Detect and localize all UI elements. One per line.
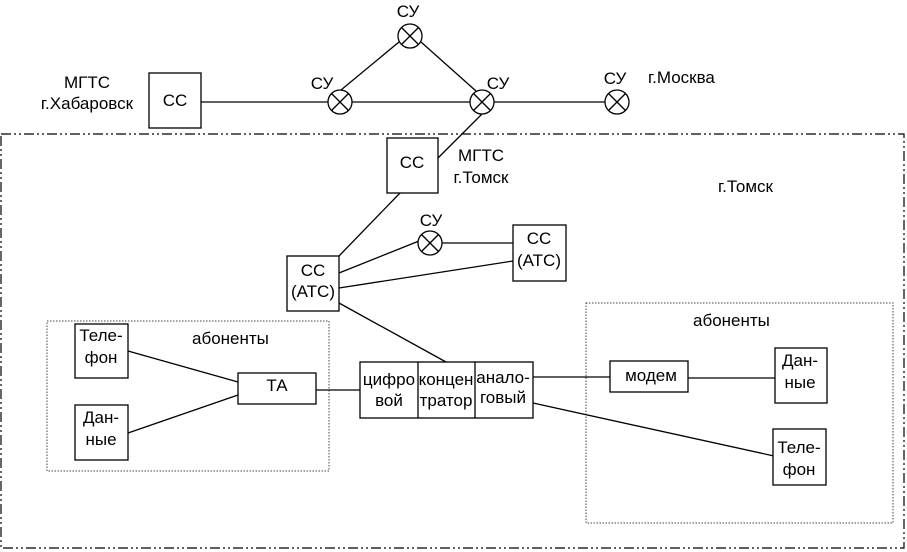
link-concentrator-phone <box>532 402 775 457</box>
tomsk-mgts-cc-label: СС <box>400 153 425 172</box>
su-node-mid <box>417 230 443 256</box>
ats-right-line2: (АТС) <box>517 251 561 270</box>
links <box>127 41 775 457</box>
left-data-line2: ные <box>85 430 116 449</box>
khabarovsk-cc-box <box>148 72 202 129</box>
su-top-label: СУ <box>397 2 420 21</box>
link-ats-ats-right <box>338 260 514 289</box>
ta-box <box>237 372 317 405</box>
left-data-box <box>74 404 129 461</box>
su-left-label: СУ <box>311 74 334 93</box>
link-ats-concentrator <box>338 302 447 363</box>
link-data-ta <box>127 394 239 434</box>
link-su-top-right <box>420 41 477 92</box>
link-ats-su <box>338 240 420 274</box>
khabarovsk-label-line2: г.Хабаровск <box>41 94 134 113</box>
left-subscribers-group <box>46 320 330 472</box>
ats-left-line1: СС <box>301 261 326 280</box>
ta-label: ТА <box>266 376 288 395</box>
link-phone-ta <box>127 350 239 383</box>
left-subscribers-label: абоненты <box>192 329 269 348</box>
concentrator-analog-line1: анало- <box>476 368 530 387</box>
concentrator-main-line1: концен <box>419 370 474 389</box>
tomsk-mgts-label-line2: г.Томск <box>454 168 510 187</box>
right-subscribers-group <box>585 302 894 524</box>
ats-right-line1: СС <box>527 229 552 248</box>
modem-label: модем <box>625 366 677 385</box>
tomsk-mgts-cc-box <box>386 137 439 194</box>
left-phone-line1: Теле- <box>79 326 122 345</box>
link-su-top-left <box>340 41 400 91</box>
su-node-left <box>327 89 353 115</box>
su-right-label: СУ <box>487 74 510 93</box>
su-node-top <box>397 23 423 49</box>
right-subscribers-label: абоненты <box>693 311 770 330</box>
ats-right-box <box>512 224 567 282</box>
ats-left-line2: (АТС) <box>291 282 335 301</box>
concentrator-digital-line2: вой <box>375 391 403 410</box>
left-data-line1: Дан- <box>83 408 119 427</box>
right-data-box <box>774 347 828 404</box>
right-phone-line2: фон <box>783 460 816 479</box>
tomsk-region-border <box>0 133 905 549</box>
concentrator-main-line2: тратор <box>420 391 473 410</box>
right-data-line2: ные <box>784 373 815 392</box>
su-mid-label: СУ <box>420 211 443 230</box>
ats-left-box <box>286 255 340 312</box>
concentrator-box <box>359 361 534 419</box>
su-node-right <box>469 89 495 115</box>
tomsk-region-label: г.Томск <box>718 177 774 196</box>
su-moscow-label: СУ <box>604 69 627 88</box>
khabarovsk-label-line1: МГТС <box>64 73 110 92</box>
moscow-label: г.Москва <box>648 68 715 87</box>
concentrator-digital-line1: цифро <box>363 370 415 389</box>
left-phone-box <box>74 323 129 379</box>
right-data-line1: Дан- <box>782 351 818 370</box>
tomsk-mgts-label-line1: МГТС <box>458 146 504 165</box>
right-phone-box <box>772 428 827 486</box>
khabarovsk-cc-label: СС <box>163 91 188 110</box>
link-su-tomsk-mgts <box>437 113 483 159</box>
su-node-moscow <box>604 89 630 115</box>
modem-box <box>609 360 689 393</box>
left-phone-line2: фон <box>85 348 118 367</box>
concentrator-analog-line2: говый <box>480 388 526 407</box>
link-mgts-ats <box>338 192 401 257</box>
right-phone-line1: Теле- <box>777 438 820 457</box>
